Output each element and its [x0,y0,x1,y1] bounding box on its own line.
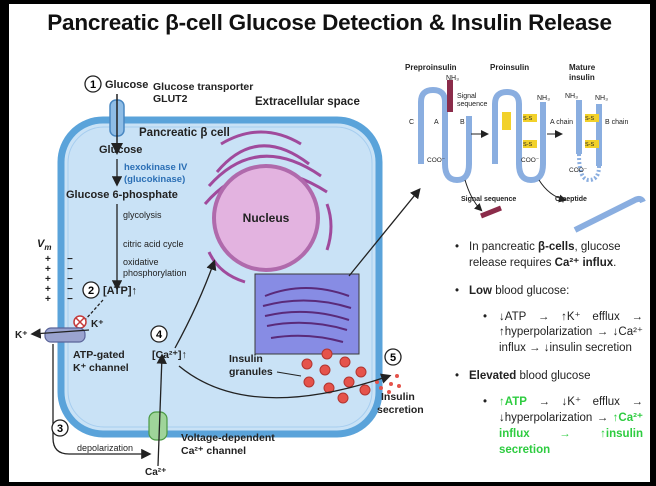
svg-text:−: − [67,294,73,305]
proinsulin-label: Proinsulin [490,63,529,72]
bullet-low-glucose-cascade: ↓ATP → ↑K⁺ efflux → ↑hyperpolarization →… [453,310,643,358]
proinsulin-ss-1: S-S [523,116,533,122]
vdcc-label-1: Voltage-dependent [181,432,275,444]
nucleus-label: Nucleus [243,211,290,225]
a-chain-label: A chain [550,119,573,126]
hexokinase-label-2: (glucokinase) [124,174,185,185]
preproinsulin-c: C [409,119,414,126]
proinsulin-nh3: NH₃ [537,95,550,102]
signal-seq-label-2: sequence [457,101,487,108]
bullet-elevated-glucose: Elevated blood glucose [453,369,643,385]
granules-label-1: Insulin [229,353,263,365]
k-inside-label: K⁺ [91,319,104,330]
insulin-granules [301,348,371,404]
golgi-apparatus [262,287,352,343]
g6p-label: Glucose 6-phosphate [66,189,178,201]
insulin-processing-panel: Preproinsulin Proinsulin Mature insulin … [405,63,646,233]
bullet-low-glucose: Low blood glucose: [453,284,643,300]
vdcc-label-2: Ca²⁺ channel [181,445,246,457]
proinsulin-chain [492,88,546,184]
atp-label: [ATP]↑ [103,285,137,297]
step-5-badge [384,348,402,366]
step-1-number: 1 [90,79,96,91]
step-3-badge [51,419,69,437]
mature-ss-2: S-S [585,142,595,148]
oxphos-label-2: phosphorylation [123,268,187,278]
ca-outside-label: Ca²⁺ [145,467,166,478]
bullet-list: In pancreatic β-cells, glucose release r… [453,240,643,470]
slide-title: Pancreatic β-cell Glucose Detection & In… [47,10,612,35]
step-3-number: 3 [57,423,63,435]
bullet-beta-cells: In pancreatic β-cells, glucose release r… [453,240,643,272]
atp-gated-label-2: K⁺ channel [73,362,129,374]
svg-text:−: − [67,284,73,295]
mature-label-2: insulin [569,73,595,82]
signal-sequence-fragment [480,205,502,219]
mature-nh3-b: NH₃ [595,95,608,102]
preproinsulin-coo: COO⁻ [427,157,446,164]
preproinsulin-a: A [434,119,439,126]
proinsulin-ss-2: S-S [523,142,533,148]
extracellular-label: Extracellular space [255,96,360,108]
signal-seq-bottom-label: Signal sequence [461,196,516,203]
depolarization-label: depolarization [77,443,133,453]
proinsulin-coo: COO⁻ [521,157,540,164]
ca-inside-label: [Ca²⁺]↑ [152,349,187,361]
step-5-number: 5 [390,352,396,364]
slide: Pancreatic β-cell Glucose Detection & In… [9,4,650,482]
mature-nh3-a: NH₃ [565,93,578,100]
step-2-number: 2 [88,285,94,297]
cell-label: Pancreatic β cell [139,127,230,139]
preproinsulin-chain [418,86,472,184]
svg-text:+: + [45,264,51,275]
oxphos-label-1: oxidative [123,257,159,267]
secretion-label-2: secretion [377,404,424,416]
transporter-label: Glucose transporter [153,81,253,93]
preproinsulin-b: B [460,119,465,126]
svg-text:−: − [67,254,73,265]
signal-seq-label-1: Signal [457,93,477,100]
step-2-badge [82,281,100,299]
nucleus [212,164,320,272]
k-outside-label: K⁺ [15,330,28,341]
mature-label-1: Mature [569,63,596,72]
secretion-label-1: Insulin [381,391,415,403]
c-peptide-fragment [573,195,646,233]
svg-text:+: + [45,274,51,285]
svg-text:+: + [45,284,51,295]
preproinsulin-label: Preproinsulin [405,63,457,72]
step-4-number: 4 [156,329,163,341]
granules-label-2: granules [229,366,273,378]
c-peptide-chain [577,153,601,183]
glucose-inside-label: Glucose [99,144,142,156]
svg-text:+: + [45,294,51,305]
atp-gated-label-1: ATP-gated [73,349,125,361]
voltage-dependent-ca-channel [148,411,168,441]
preproinsulin-nh3: NH₃ [446,75,459,82]
b-chain-label: B chain [605,119,628,126]
vm-label: Vm [37,238,51,252]
mature-coo: COO⁻ [569,167,588,174]
svg-text:−: − [67,274,73,285]
svg-text:+: + [45,254,51,265]
mature-ss-1: S-S [585,116,595,122]
cac-label: citric acid cycle [123,239,184,249]
cell-membrane-inner [67,126,373,428]
hexokinase-label-1: hexokinase IV [124,162,188,173]
membrane-potential-signs: +++++ −−−−− [45,254,73,305]
glucose-top-label: Glucose [105,79,148,91]
c-peptide-label: C peptide [555,196,587,203]
step-1-badge [84,75,102,93]
step-4-badge [150,325,168,343]
svg-text:−: − [67,264,73,275]
bullet-elevated-glucose-cascade: ↑ATP → ↓K⁺ efflux → ↓hyperpolarization →… [453,395,643,458]
glut2-label: GLUT2 [153,93,188,105]
glycolysis-label: glycolysis [123,210,162,220]
beta-cell-diagram: Nucleus 1 Glucose Glucose tran [15,63,646,478]
